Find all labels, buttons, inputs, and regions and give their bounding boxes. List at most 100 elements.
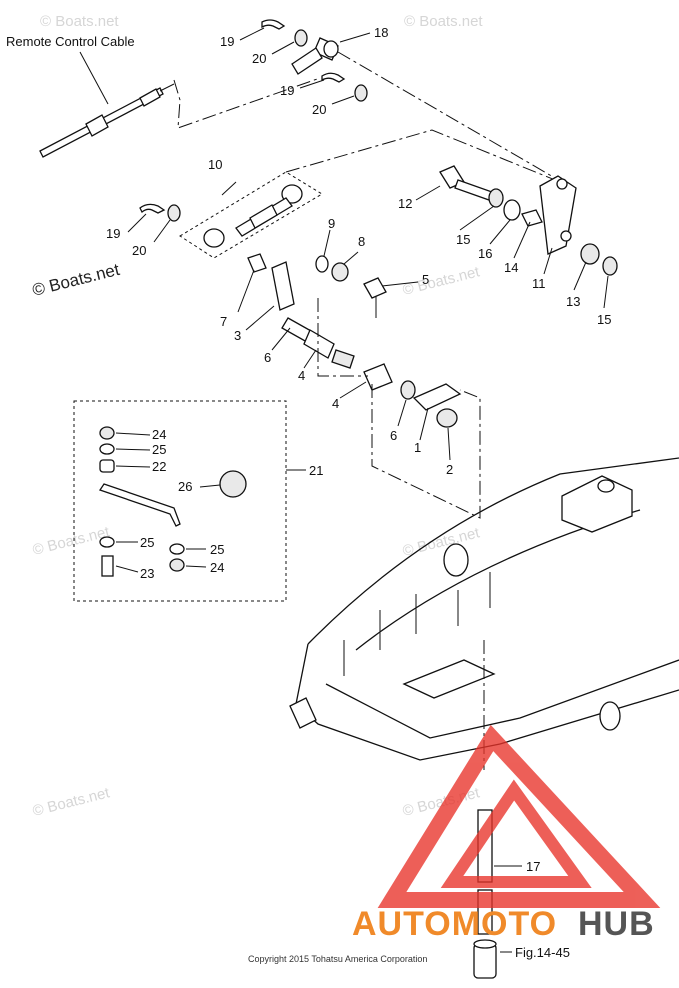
nut-2 <box>436 408 458 428</box>
route-3-4 <box>317 298 368 377</box>
leader-25a <box>115 448 151 451</box>
clip-19-top <box>261 19 286 30</box>
callout-13: 13 <box>566 294 580 309</box>
throttle-rod-10 <box>139 129 561 259</box>
callout-20a: 20 <box>252 51 266 66</box>
cable-leader <box>79 51 109 105</box>
lever-pin-top <box>556 178 568 190</box>
brand-wordmark: AUTOMOTO HUB <box>352 905 655 943</box>
leader-6a <box>271 327 291 351</box>
watermark-2: © Boats.net <box>404 13 483 30</box>
leader-19a <box>239 27 265 41</box>
callout-19b: 19 <box>280 83 294 98</box>
hull-top-edge <box>307 457 679 645</box>
bolt-23 <box>101 555 114 577</box>
upper-linkage <box>261 19 556 179</box>
leader-4a <box>303 349 317 369</box>
rod-adjuster <box>249 204 278 229</box>
callout-7: 7 <box>220 314 227 329</box>
rod-10-leader <box>221 181 237 196</box>
kit-21 <box>73 400 306 602</box>
watermark-4: © Boats.net <box>401 263 482 299</box>
leader-24b <box>185 565 207 568</box>
joint-18-eye <box>323 40 339 58</box>
leader-20b <box>331 95 355 105</box>
washer-6 <box>400 380 416 400</box>
route-1-hull <box>371 384 481 519</box>
leader-24a <box>115 432 151 436</box>
bushing-13 <box>580 243 600 265</box>
callout-25b: 25 <box>140 535 154 550</box>
clip-19-mid <box>321 72 346 83</box>
joint-4-stud <box>331 349 355 369</box>
cable-label: Remote Control Cable <box>6 34 135 49</box>
leader-9 <box>323 229 331 257</box>
leader-19b <box>299 79 325 89</box>
callout-18: 18 <box>374 25 388 40</box>
middle-linkage <box>247 253 481 519</box>
coupler <box>473 943 497 979</box>
watermark-1: © Boats.net <box>40 13 119 30</box>
nut-8 <box>331 262 349 282</box>
clip-19-left <box>139 203 166 214</box>
lever-1 <box>412 383 462 411</box>
washer-20-mid <box>354 84 368 102</box>
callout-3: 3 <box>234 328 241 343</box>
coupler-top <box>473 939 497 949</box>
cable-tip <box>159 83 175 92</box>
lower-cowling <box>289 457 679 761</box>
callout-11: 11 <box>532 276 546 291</box>
leader-20c <box>153 219 171 243</box>
callout-23: 23 <box>140 566 154 581</box>
hull-plate <box>402 659 496 699</box>
washer-25-right <box>169 543 185 555</box>
callout-17: 17 <box>526 859 540 874</box>
leader-20a <box>271 41 295 55</box>
callout-8: 8 <box>358 234 365 249</box>
fig-ref: Fig.14-45 <box>515 945 570 960</box>
callout-15a: 15 <box>456 232 470 247</box>
joint-4-lower <box>363 363 393 391</box>
e-ring-9 <box>315 255 329 273</box>
hull-block-pin <box>597 479 615 493</box>
leader-26 <box>199 484 221 488</box>
callout-24b: 24 <box>210 560 224 575</box>
leader-12 <box>415 185 441 201</box>
bushing-22 <box>99 459 115 473</box>
callout-10: 10 <box>208 157 222 172</box>
leader-6b <box>397 399 407 427</box>
hull-block <box>561 475 633 533</box>
washer-20-top <box>294 29 308 47</box>
callout-4a: 4 <box>298 368 305 383</box>
leader-16 <box>489 219 511 245</box>
callout-25a: 25 <box>152 442 166 457</box>
washer-25-kit <box>99 443 115 455</box>
nut-24-right <box>169 558 185 572</box>
nut-24-kit <box>99 426 115 440</box>
brand-text-hub: HUB <box>578 905 655 943</box>
copyright-text: Copyright 2015 Tohatsu America Corporati… <box>248 954 427 964</box>
watermark-3: © Boats.net <box>30 260 121 300</box>
hull-rim <box>355 509 641 651</box>
collar-14 <box>521 209 543 227</box>
cable-end <box>139 88 161 107</box>
callout-leaders <box>115 27 609 573</box>
bracket-3 <box>271 261 295 311</box>
leader-19c <box>127 213 147 233</box>
callout-22: 22 <box>152 459 166 474</box>
bolt-5-head <box>363 277 387 299</box>
leader-8 <box>343 251 359 265</box>
leader-11 <box>543 247 553 275</box>
leader-3 <box>245 305 275 331</box>
callout-26: 26 <box>178 479 192 494</box>
leader-22 <box>115 465 151 468</box>
cable-sleeve <box>85 114 109 137</box>
washer-20-left <box>167 204 181 222</box>
watermarks: © Boats.net © Boats.net © Boats.net © Bo… <box>30 13 483 820</box>
callout-16: 16 <box>478 246 492 261</box>
rod-10-box <box>179 171 323 259</box>
leader-13 <box>573 261 587 291</box>
callout-24a: 24 <box>152 427 166 442</box>
brand-logo <box>377 724 661 908</box>
